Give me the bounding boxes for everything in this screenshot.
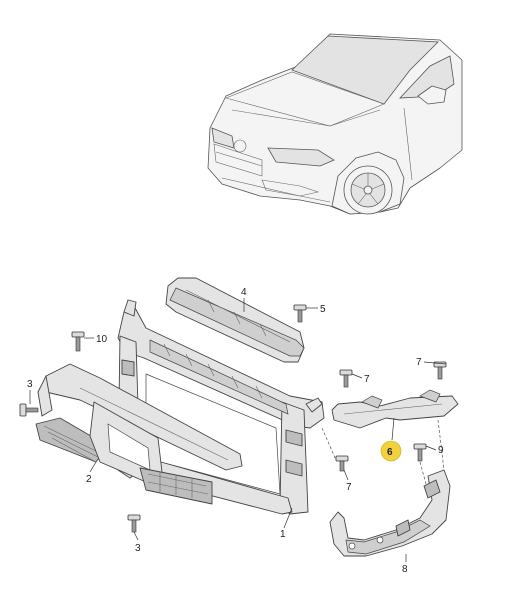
callout-7-right: 7 (416, 357, 422, 368)
leader-9 (425, 445, 437, 451)
callout-2: 2 (86, 474, 92, 485)
callout-7-lower: 7 (346, 482, 352, 493)
part-2-grille-carrier (35, 363, 243, 505)
callout-7-left: 7 (364, 374, 370, 385)
leader-7a (351, 373, 363, 379)
leader-7b (423, 361, 447, 365)
callout-3-upper: 3 (27, 379, 33, 390)
part-6-bracket (331, 389, 459, 429)
leader-6 (391, 417, 395, 441)
assembly-line-left (321, 427, 337, 461)
screw-7-lower (335, 455, 349, 472)
callout-6-highlight (380, 440, 402, 462)
callout-5: 5 (320, 304, 326, 315)
leader-7c (343, 469, 349, 481)
screw-9 (413, 443, 427, 462)
callout-10: 10 (96, 334, 108, 345)
screw-3-lower (127, 514, 141, 533)
screw-7-left (339, 369, 353, 388)
part-4-air-guide (165, 277, 305, 363)
screw-3-upper (19, 403, 39, 417)
callout-4: 4 (241, 287, 247, 298)
car-illustration (207, 33, 463, 215)
callout-8: 8 (402, 564, 408, 575)
assembly-line-right (437, 419, 445, 471)
leader-1 (283, 507, 293, 529)
callout-3-lower: 3 (135, 543, 141, 554)
screw-7-right (433, 361, 447, 380)
screw-5 (293, 304, 307, 323)
callout-1: 1 (280, 529, 286, 540)
leader-2 (89, 461, 97, 473)
screw-10 (71, 331, 85, 352)
callout-6: 6 (387, 447, 393, 458)
callout-9: 9 (438, 445, 444, 456)
part-8-bumper-bracket (329, 469, 451, 557)
part-1-lock-carrier (117, 299, 325, 515)
assembly-line-screw9 (419, 461, 427, 485)
leader-3b (133, 531, 139, 541)
